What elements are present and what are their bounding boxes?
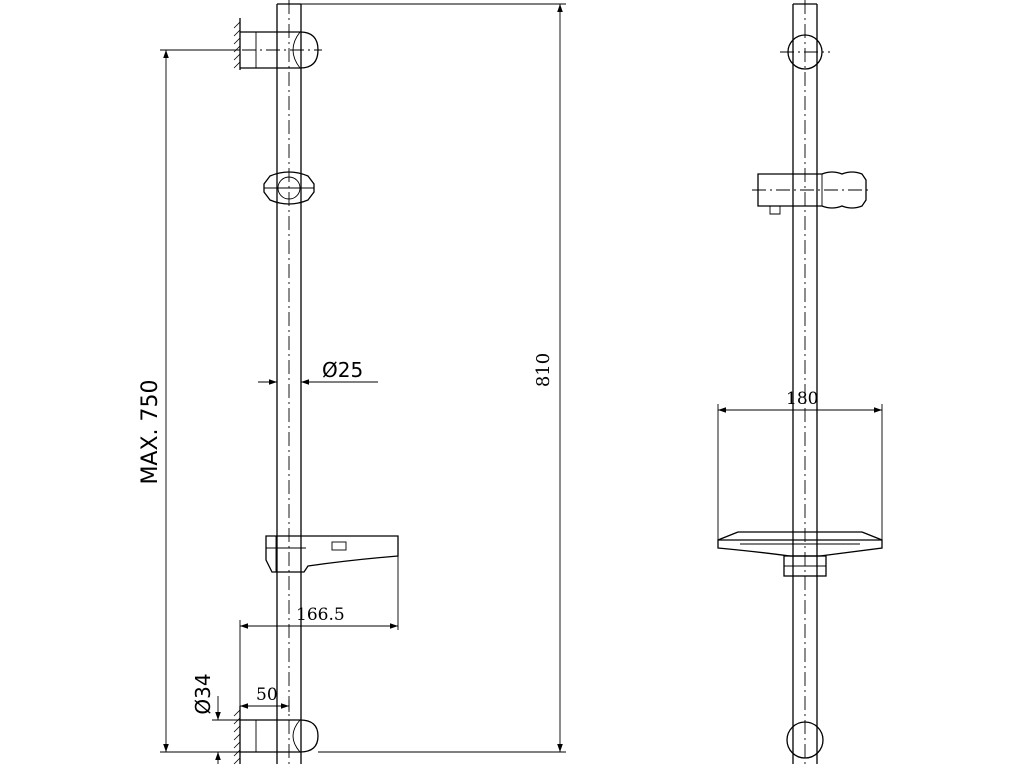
front-view: 180 [717,0,883,766]
bottom-bracket-front [786,721,824,759]
dim-pipe-diameter: Ø25 [258,358,378,385]
dim-soap-dish-width: 180 [717,389,883,540]
soap-dish-front [717,531,883,577]
wall-bottom [233,706,241,765]
dim-max-spacing: MAX. 750 [138,49,240,753]
bracket-diameter-label: Ø34 [191,673,215,714]
dim-bracket-diameter: Ø34 [191,673,240,764]
soap-dish-side [265,535,399,573]
top-bracket [240,31,322,69]
bottom-bracket [240,719,319,753]
wall-top [233,18,241,70]
dim-total-height: 810 [301,3,566,753]
handset-holder-front [752,171,872,215]
max-spacing-label: MAX. 750 [138,379,163,484]
handset-holder [263,171,315,205]
pipe-diameter-label: Ø25 [322,358,363,382]
top-bracket-front [780,34,830,70]
dim-bracket-projection: 50 [240,685,290,712]
soap-dish-projection-label: 166.5 [296,605,345,625]
soap-dish-width-label: 180 [786,389,818,409]
total-height-label: 810 [533,353,554,387]
bracket-projection-label: 50 [256,685,278,705]
side-view: Ø25 810 MAX. 750 166.5 50 [138,0,566,766]
rail-pipe [276,0,302,766]
rail-pipe-front [792,0,818,766]
dim-soap-dish-projection: 166.5 [239,556,399,706]
